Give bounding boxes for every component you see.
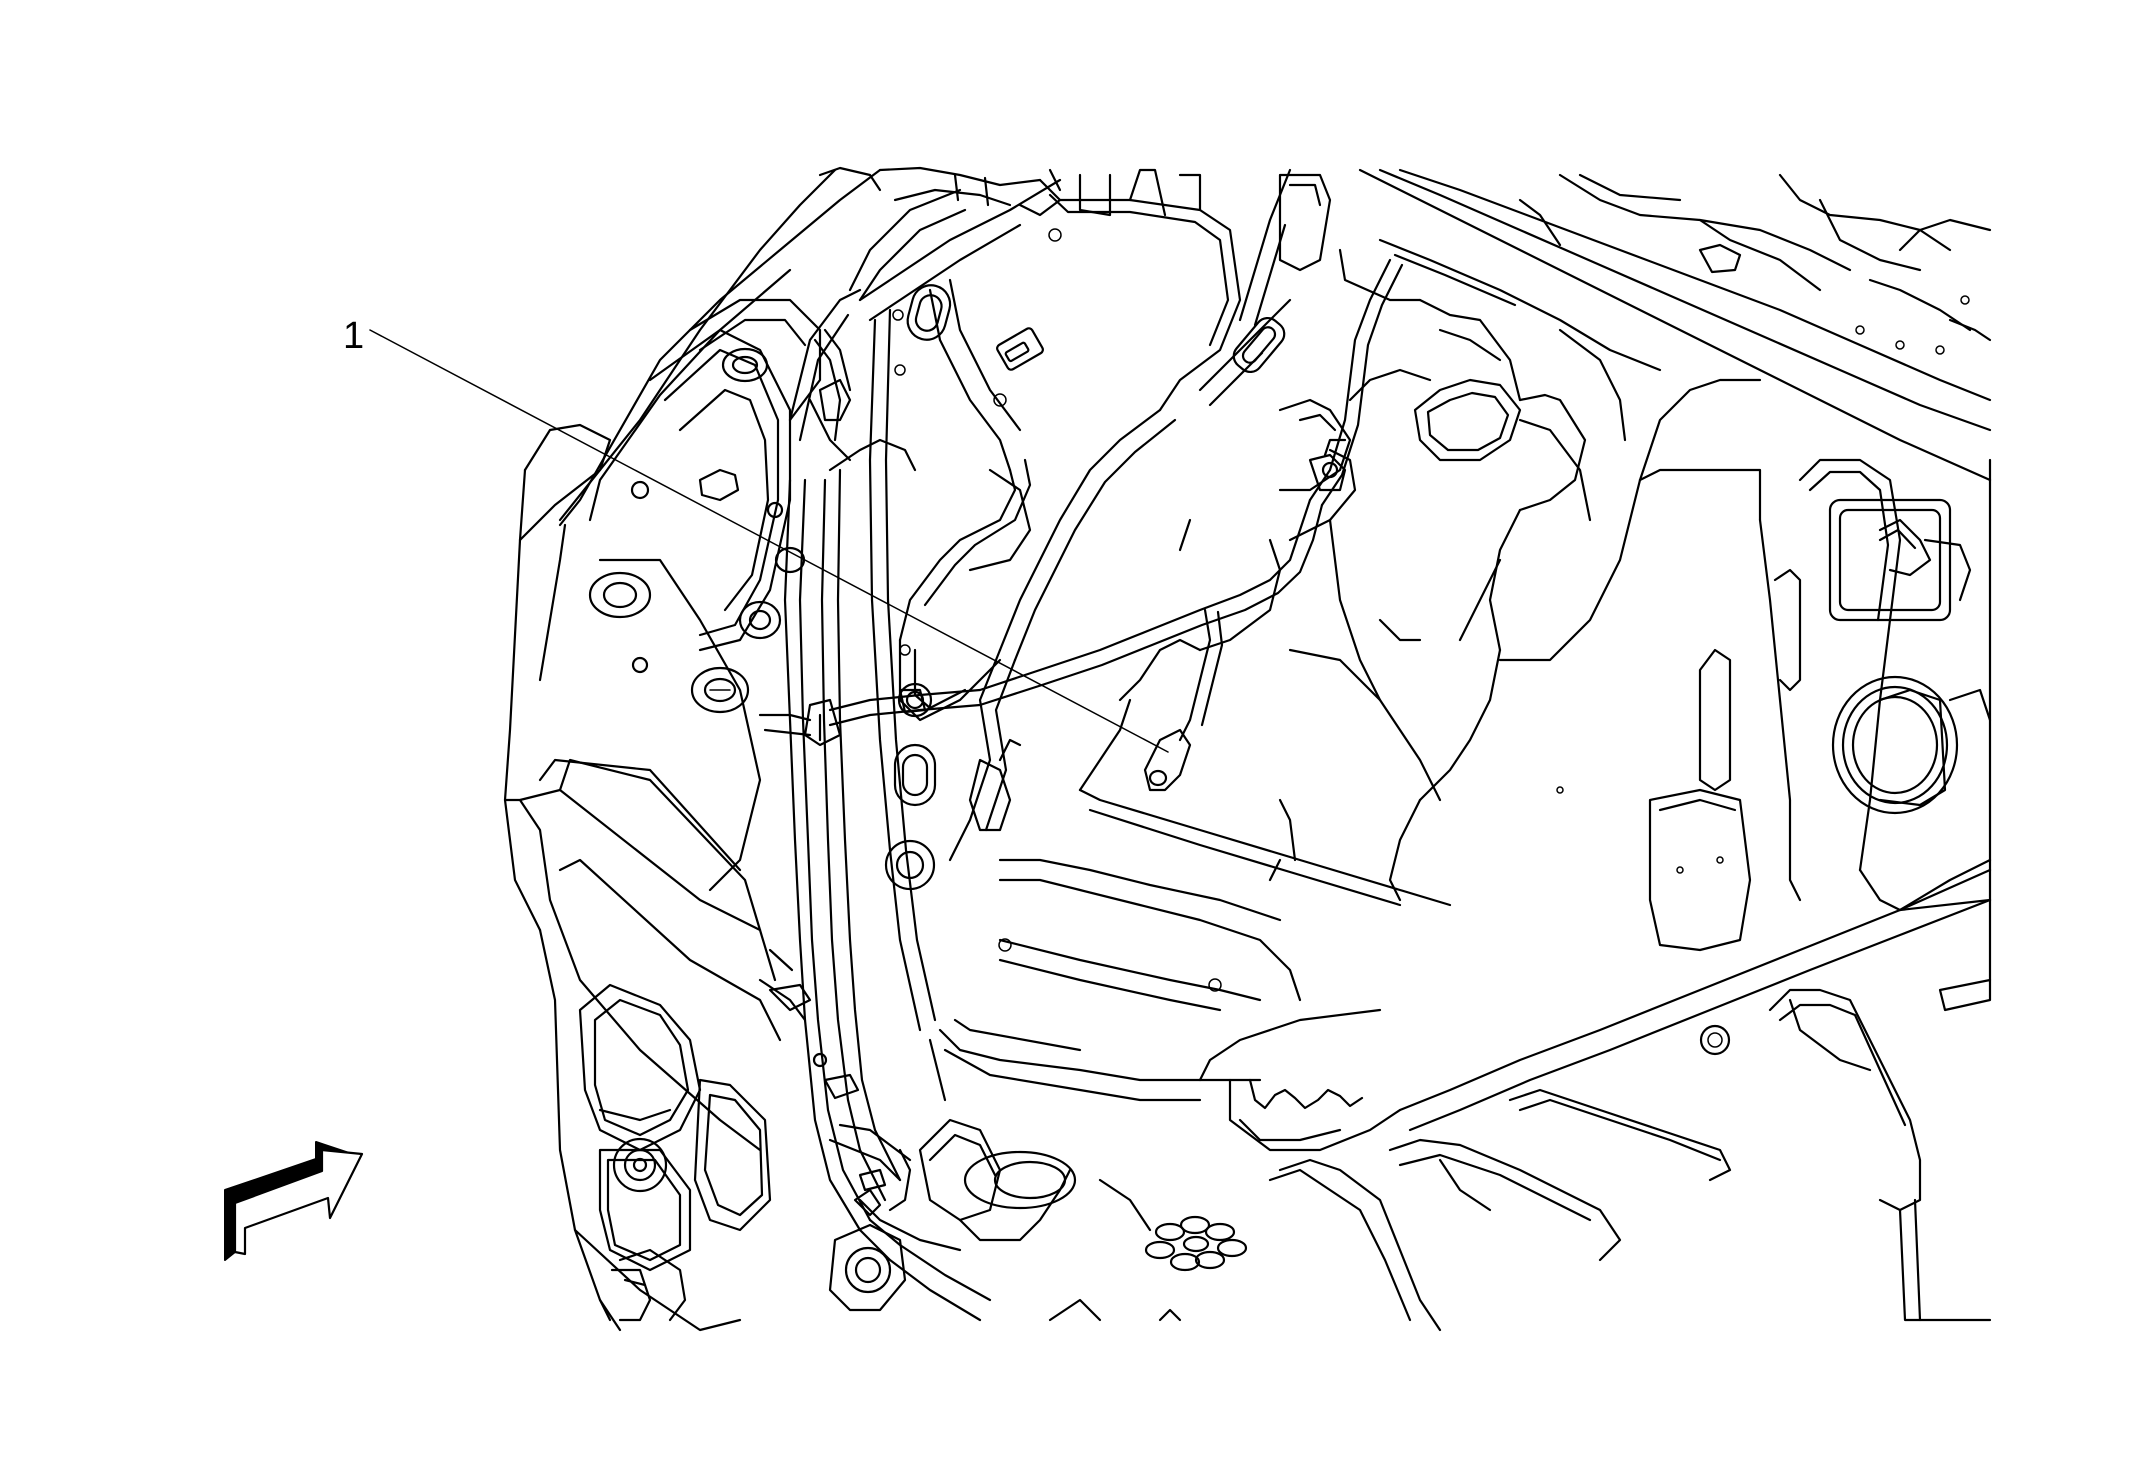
right-side-panel — [1638, 458, 1992, 982]
left-quarter-panel — [503, 168, 837, 1332]
diagonal-rail — [948, 168, 1332, 862]
trunk-floor-panel — [828, 858, 1992, 1332]
callout-1-label: 1 — [343, 315, 364, 357]
upper-frame — [818, 166, 1112, 217]
harness-pillar — [758, 188, 992, 1322]
upper-left-panel — [538, 168, 882, 892]
lower-left-bracket — [618, 1188, 907, 1322]
trunk-floor-tub — [1078, 238, 1762, 907]
rear-upper-frame — [1358, 168, 1992, 482]
inner-panel — [858, 178, 1062, 1032]
wiring-harness — [758, 258, 1404, 792]
callout-1: 1 — [343, 315, 1169, 753]
floor-drain-cluster — [1144, 1215, 1248, 1272]
view-direction-arrow-icon — [224, 1141, 364, 1261]
callout-1-leader-line — [369, 329, 1169, 753]
